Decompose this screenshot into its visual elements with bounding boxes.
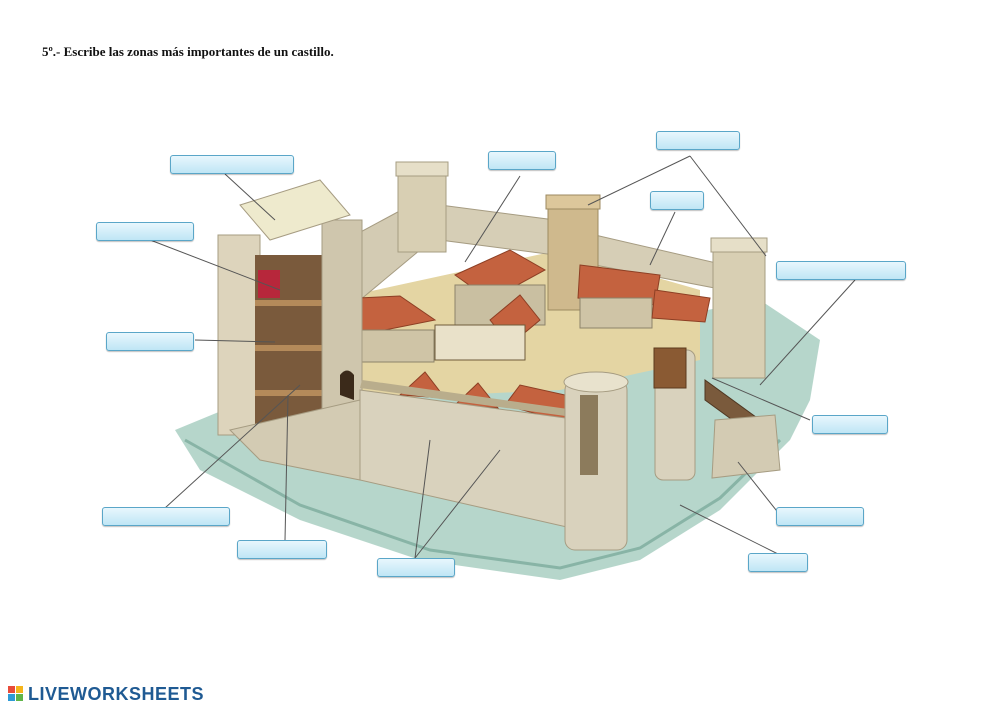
front-tower-stairs [580, 395, 598, 475]
answer-input-12[interactable] [749, 554, 807, 572]
logo-text: LIVEWORKSHEETS [28, 684, 205, 704]
answer-box-1[interactable] [170, 155, 294, 174]
keep-roof [239, 179, 351, 241]
keep-left-face [217, 234, 261, 436]
page-title: 5º.- Escribe las zonas más importantes d… [42, 44, 334, 59]
answer-input-6[interactable] [777, 262, 905, 280]
answer-input-11[interactable] [238, 541, 326, 559]
answer-box-11[interactable] [237, 540, 327, 559]
keep-floor-3 [255, 390, 325, 396]
answer-box-2[interactable] [488, 151, 556, 170]
answer-input-4[interactable] [651, 192, 703, 210]
bridge [711, 414, 781, 479]
answer-box-5[interactable] [96, 222, 194, 241]
answer-input-2[interactable] [489, 152, 555, 170]
keep-door [340, 370, 354, 400]
chapel-roof [651, 289, 711, 323]
liveworksheets-logo-icon [8, 686, 23, 701]
back-middle-tower-top [545, 194, 601, 210]
keep-floor-1 [255, 300, 325, 306]
stables-wall [579, 297, 653, 329]
liveworksheets-logo: LIVEWORKSHEETS [8, 684, 204, 705]
answer-input-13[interactable] [378, 559, 454, 577]
timber-house-wall [434, 324, 526, 361]
answer-box-8[interactable] [812, 415, 888, 434]
left-front-wall [229, 399, 361, 481]
answer-input-9[interactable] [103, 508, 229, 526]
keep-red-tapestry [258, 270, 280, 298]
back-right-tower [712, 247, 766, 379]
answer-box-12[interactable] [748, 553, 808, 572]
answer-box-10[interactable] [776, 507, 864, 526]
answer-box-13[interactable] [377, 558, 455, 577]
back-left-tower [397, 171, 447, 253]
answer-input-8[interactable] [813, 416, 887, 434]
answer-input-3[interactable] [657, 132, 739, 150]
answer-box-7[interactable] [106, 332, 194, 351]
answer-box-3[interactable] [656, 131, 740, 150]
gate-hoarding [653, 347, 687, 389]
answer-box-9[interactable] [102, 507, 230, 526]
walkway [360, 380, 580, 418]
back-left-tower-top [395, 161, 449, 177]
leader-lines [144, 155, 856, 559]
answer-input-7[interactable] [107, 333, 193, 351]
answer-box-4[interactable] [650, 191, 704, 210]
back-wall [439, 204, 556, 256]
house-left-wall [357, 329, 435, 363]
answer-input-10[interactable] [777, 508, 863, 526]
answer-box-6[interactable] [776, 261, 906, 280]
answer-input-5[interactable] [97, 223, 193, 241]
answer-input-1[interactable] [171, 156, 293, 174]
back-right-tower-top [710, 237, 768, 253]
front-round-tower-top [563, 371, 629, 393]
keep-floor-2 [255, 345, 325, 351]
moat-edge [184, 438, 782, 570]
